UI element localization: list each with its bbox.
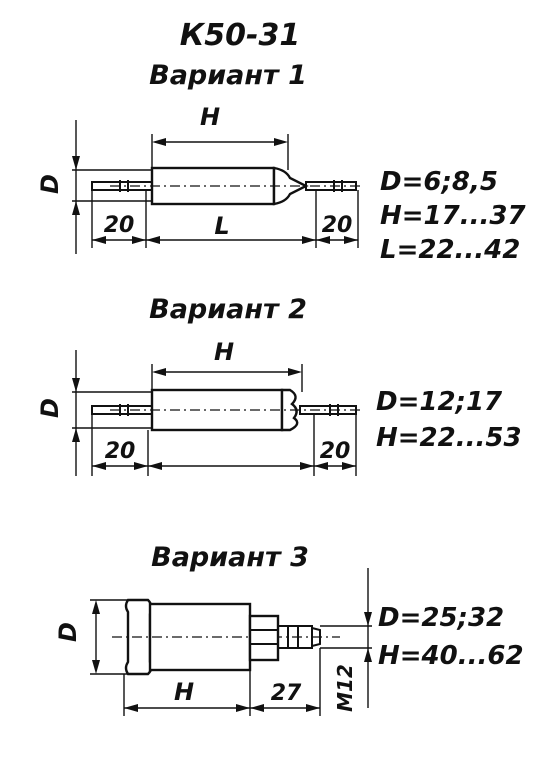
variant-3-heading: Вариант 3	[151, 542, 309, 573]
v3-dim-d-label: D	[54, 622, 82, 642]
v3-terminal-dim: 27	[271, 681, 302, 706]
v1-lead-left	[91, 181, 153, 191]
v2-lead-left	[91, 405, 153, 415]
v1-spec-h: H=17...37	[380, 201, 526, 231]
v3-terminal-nut	[248, 614, 280, 662]
v2-lead-right-dim: 20	[320, 439, 351, 464]
v1-dim-d-label: D	[36, 174, 64, 194]
v2-dim-d-label: D	[36, 398, 64, 418]
variant-2-heading: Вариант 2	[149, 294, 307, 325]
v1-dim-l-label: L	[214, 212, 229, 240]
v3-terminal-thread	[277, 625, 313, 649]
v3-dim-thread-label: M12	[333, 664, 357, 712]
v1-spec-d: D=6;8,5	[380, 167, 498, 197]
variant-3: Вариант 3 D M12 H	[54, 542, 524, 716]
v1-lead-right-dim: 20	[322, 213, 353, 238]
v1-dim-h-label: H	[200, 103, 220, 131]
v1-spec-l: L=22...42	[380, 235, 520, 265]
v2-spec-d: D=12;17	[376, 387, 503, 417]
variant-1: Вариант 1 H D 20	[36, 60, 526, 265]
variant-1-heading: Вариант 1	[149, 60, 307, 91]
v2-dim-h-label: H	[214, 338, 234, 366]
v3-spec-d: D=25;32	[378, 603, 504, 633]
variant-2: Вариант 2 H D 20	[36, 294, 522, 476]
v2-lead-right	[299, 405, 357, 415]
v3-dim-h-label: H	[174, 678, 194, 706]
v3-terminal-tip	[311, 627, 321, 647]
v1-lead-right	[305, 181, 357, 191]
v2-spec-h: H=22...53	[376, 423, 522, 453]
v1-lead-left-dim: 20	[104, 213, 135, 238]
v2-lead-left-dim: 20	[105, 439, 136, 464]
drawing-title: К50-31	[180, 18, 300, 53]
v3-spec-h: H=40...62	[378, 641, 524, 671]
v2-capacitor-end	[280, 388, 299, 432]
